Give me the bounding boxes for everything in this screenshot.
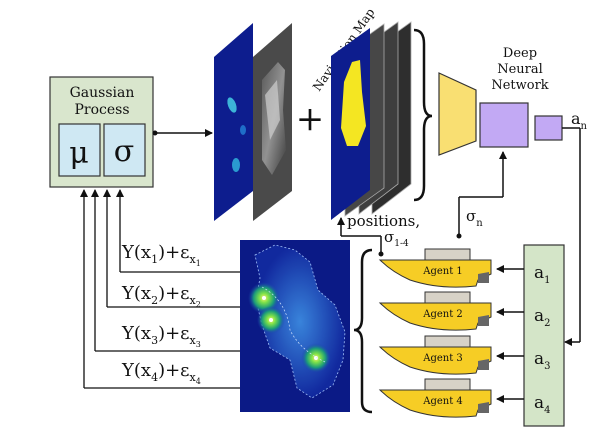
agent-4-label: Agent 4 bbox=[422, 396, 463, 407]
dnn-encoder-block bbox=[438, 72, 477, 156]
agent-2-label: Agent 2 bbox=[422, 309, 463, 320]
action-3-label: a3 bbox=[534, 349, 551, 372]
deep-neural-network: Deep Neural Network bbox=[438, 46, 563, 156]
observation-1-label: Y(x1)+εx1 bbox=[121, 242, 201, 268]
input-brace bbox=[413, 28, 433, 202]
dnn-label-line3: Network bbox=[491, 78, 548, 93]
action-4-label: a4 bbox=[534, 393, 551, 416]
agent-3-position bbox=[314, 356, 318, 360]
dnn-hidden-block bbox=[479, 102, 529, 148]
mu-symbol: μ bbox=[69, 136, 89, 171]
agent-1-position bbox=[262, 296, 266, 300]
navigation-map-shape bbox=[341, 60, 366, 146]
mean-map-layer bbox=[214, 23, 253, 221]
observation-4-label: Y(x4)+εx4 bbox=[121, 360, 201, 386]
agent-3-label: Agent 3 bbox=[422, 353, 463, 364]
agent-3: Agent 3 bbox=[378, 335, 492, 375]
action-1-label: a1 bbox=[534, 263, 551, 286]
input-stack bbox=[331, 21, 412, 220]
variance-map-layer bbox=[253, 23, 292, 221]
dnn-output-block bbox=[534, 115, 563, 141]
agent-1: Agent 1 bbox=[378, 248, 492, 288]
positions-connector bbox=[337, 217, 384, 257]
mu-box bbox=[58, 123, 101, 177]
contour-line bbox=[261, 286, 326, 363]
observation-labels: Y(x1)+εx1 Y(x2)+εx2 Y(x3)+εx3 Y(x4)+εx4 bbox=[121, 242, 201, 386]
environment-map bbox=[240, 240, 350, 412]
sigma-symbol: σ bbox=[114, 134, 134, 169]
observation-2-label: Y(x2)+εx2 bbox=[121, 283, 201, 309]
plus-sign: + bbox=[296, 99, 325, 139]
sigma-box bbox=[103, 123, 146, 177]
action-block: a1 a2 a3 a4 bbox=[523, 244, 565, 427]
action-2-label: a2 bbox=[534, 306, 551, 329]
gaussian-process-block: Gaussian Process μ σ bbox=[49, 76, 154, 188]
dnn-label-line1: Deep bbox=[503, 46, 537, 61]
action-to-agent-arrows bbox=[496, 265, 524, 403]
positions-label: positions, bbox=[347, 212, 420, 230]
gp-title-line2: Process bbox=[74, 102, 129, 118]
agent-2-position bbox=[269, 318, 273, 322]
agent-1-label: Agent 1 bbox=[422, 266, 463, 277]
gp-to-maps-arrow bbox=[152, 129, 213, 137]
sigma-n-label: σn bbox=[466, 207, 483, 229]
dnn-label-line2: Neural bbox=[497, 62, 543, 77]
observation-3-label: Y(x3)+εx3 bbox=[121, 323, 201, 349]
sigma-1-4-label: σ1-4 bbox=[384, 228, 409, 249]
agents-brace bbox=[353, 248, 373, 414]
agent-4: Agent 4 bbox=[378, 378, 492, 418]
sigma-n-connector bbox=[456, 151, 507, 239]
output-action-label: an bbox=[571, 109, 588, 132]
agent-2: Agent 2 bbox=[378, 291, 492, 331]
observation-feedback-lines bbox=[80, 189, 240, 389]
gp-title-line1: Gaussian bbox=[70, 85, 135, 101]
